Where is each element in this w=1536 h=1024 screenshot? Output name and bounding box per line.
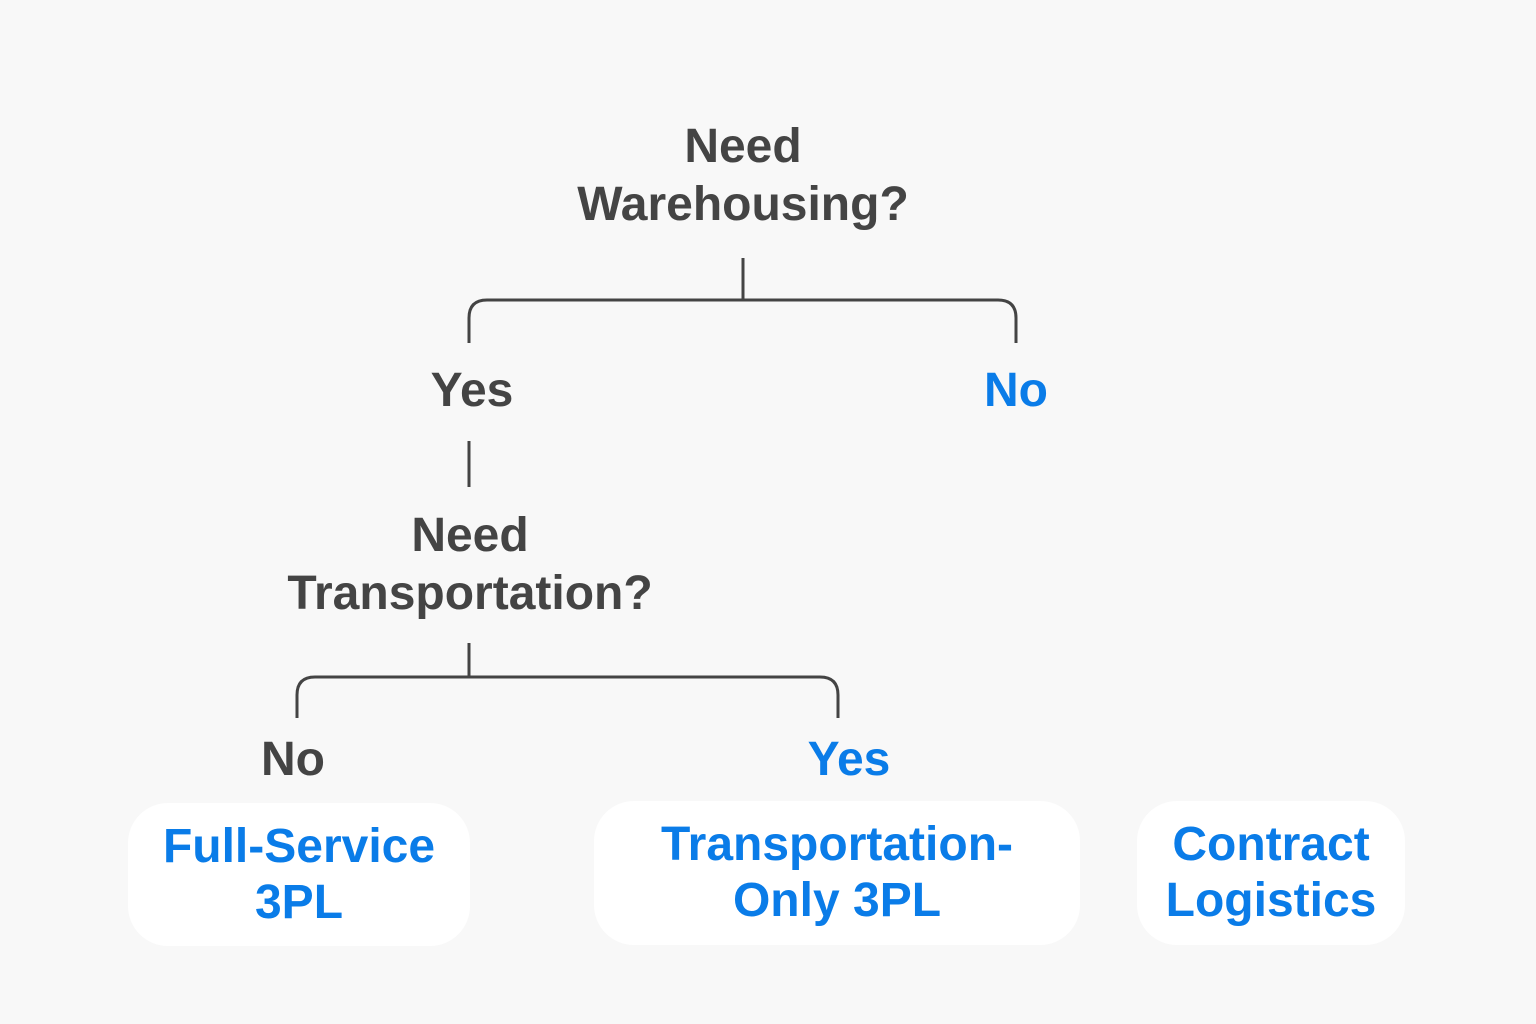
- outcome-transportation-only-3pl: Transportation- Only 3PL: [594, 801, 1080, 945]
- outcome-full-service-3pl: Full-Service 3PL: [128, 803, 470, 946]
- sub-branch-bracket: [295, 675, 840, 718]
- root-question-line2: Warehousing?: [577, 178, 909, 231]
- outcome-contract-logistics: Contract Logistics: [1137, 801, 1405, 945]
- warehousing-yes-label: Yes: [430, 364, 514, 417]
- warehousing-no-label: No: [984, 364, 1048, 417]
- root-question-line1: Need: [684, 120, 802, 173]
- outcome-line2: Logistics: [1165, 874, 1377, 927]
- sub-question-line1: Need: [411, 509, 529, 562]
- root-question: Need Warehousing?: [543, 118, 943, 234]
- outcome-line1: Full-Service: [162, 819, 436, 873]
- outcome-line2: 3PL: [254, 875, 344, 929]
- outcome-line2: Only 3PL: [732, 874, 942, 927]
- transportation-yes-label: Yes: [807, 733, 891, 786]
- transportation-no-label: No: [261, 733, 325, 786]
- sub-question: Need Transportation?: [242, 507, 698, 623]
- root-branch-bracket: [467, 298, 1018, 343]
- outcome-line1: Contract: [1172, 818, 1370, 871]
- outcome-line1: Transportation-: [660, 818, 1013, 871]
- sub-question-line2: Transportation?: [287, 567, 653, 620]
